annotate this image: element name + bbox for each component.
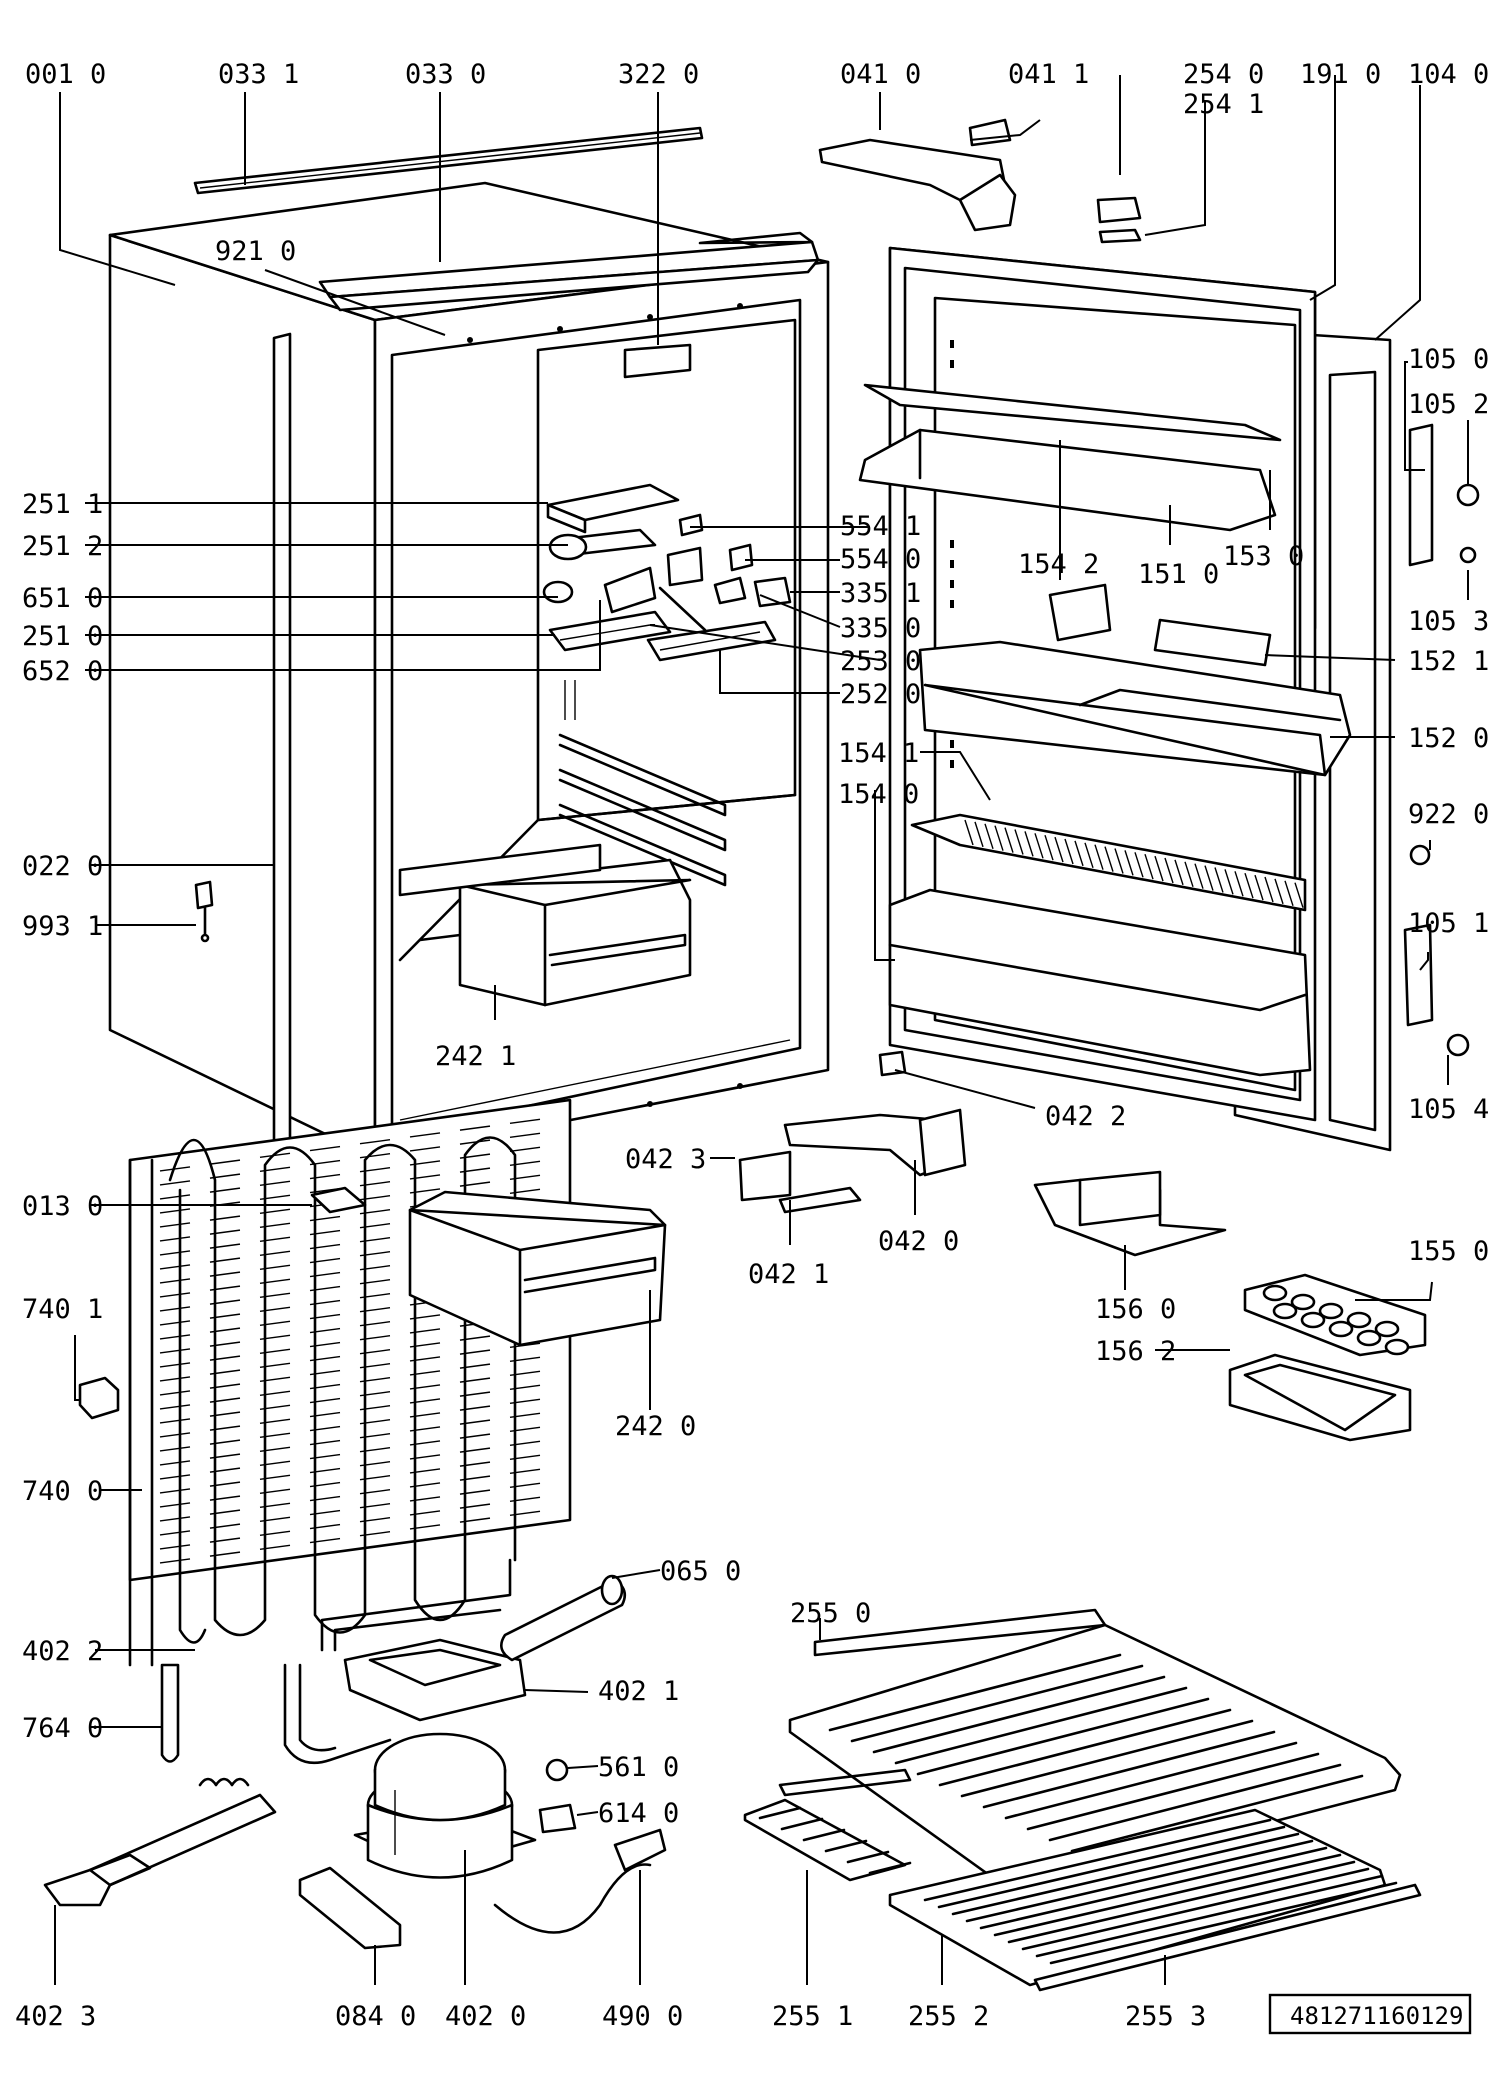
callout-335-0: 335 0 [840, 613, 921, 644]
callout-554-0: 554 0 [840, 544, 921, 575]
callout-402-0: 402 0 [445, 2001, 526, 2032]
document-number: 4812711601​29 [1290, 2002, 1463, 2030]
callout-993-1: 993 1 [22, 911, 103, 942]
bracket-402-3 [43, 1793, 277, 1907]
clip-740-1 [78, 1376, 120, 1420]
callout-242-1: 242 1 [435, 1041, 516, 1072]
callout-764-0: 764 0 [22, 1713, 103, 1744]
drier-764-0 [160, 1663, 250, 1787]
callout-041-1: 041 1 [1008, 59, 1089, 90]
shelf-255-2 [888, 1808, 1398, 1987]
callout-105-0: 105 0 [1408, 344, 1489, 375]
callout-154-0: 154 0 [838, 779, 919, 810]
door-assembly [818, 118, 1392, 1152]
top-strip-033-0 [318, 231, 820, 312]
callout-554-1: 554 1 [840, 511, 921, 542]
lamp-assembly [542, 343, 792, 662]
callout-154-2: 154 2 [1018, 549, 1099, 580]
crisper-drawer-242-0 [408, 1190, 667, 1347]
tray-156-2 [1228, 1353, 1412, 1442]
shelf-strip-255-3 [1033, 1883, 1422, 1992]
callout-042-1: 042 1 [748, 1259, 829, 1290]
callout-065-0: 065 0 [660, 1556, 741, 1587]
callout-253-0: 253 0 [840, 646, 921, 677]
butter-dish-156-0 [1033, 1170, 1227, 1257]
side-strip-022-0 [272, 332, 292, 1182]
lower-hinge-042 [738, 1050, 967, 1214]
compressor-tubes [283, 1558, 512, 1765]
relay-614-0 [538, 1803, 577, 1834]
callout-033-0: 033 0 [405, 59, 486, 90]
callout-651-0: 651 0 [22, 583, 103, 614]
callout-402-3: 402 3 [15, 2001, 96, 2032]
callout-652-0: 652 0 [22, 656, 103, 687]
rail-084-0 [298, 1866, 402, 1950]
screw-993-1 [194, 880, 214, 943]
callout-255-1: 255 1 [772, 2001, 853, 2032]
callout-155-0: 155 0 [1408, 1236, 1489, 1267]
top-rail-033-1 [193, 126, 704, 195]
document-number-box: 4812711601​29 [1268, 1993, 1472, 2035]
leader-lines [54, 75, 1469, 1985]
callout-105-4: 105 4 [1408, 1094, 1489, 1125]
callout-152-0: 152 0 [1408, 723, 1489, 754]
power-cord-490-0 [493, 1828, 667, 1934]
callout-105-1: 105 1 [1408, 908, 1489, 939]
condenser-740-0 [128, 1098, 572, 1667]
egg-tray-155-0 [1243, 1273, 1427, 1357]
callout-255-2: 255 2 [908, 2001, 989, 2032]
callout-042-2: 042 2 [1045, 1101, 1126, 1132]
callout-156-2: 156 2 [1095, 1336, 1176, 1367]
callout-255-3: 255 3 [1125, 2001, 1206, 2032]
callout-921-0: 921 0 [215, 236, 296, 267]
callout-001-0: 001 0 [25, 59, 106, 90]
callout-042-0: 042 0 [878, 1226, 959, 1257]
callout-922-0: 922 0 [1408, 799, 1489, 830]
callout-561-0: 561 0 [598, 1752, 679, 1783]
callout-242-0: 242 0 [615, 1411, 696, 1442]
callout-156-0: 156 0 [1095, 1294, 1176, 1325]
callout-152-1: 152 1 [1408, 646, 1489, 677]
callout-105-3: 105 3 [1408, 606, 1489, 637]
callout-614-0: 614 0 [598, 1798, 679, 1829]
callout-254-1: 254 1 [1183, 89, 1264, 120]
callout-104-0: 104 0 [1408, 59, 1489, 90]
compressor-mount-402-1 [343, 1638, 527, 1722]
callout-191-0: 191 0 [1300, 59, 1381, 90]
callout-740-1: 740 1 [22, 1294, 103, 1325]
clip-013-0 [310, 1186, 367, 1214]
tube-065-0 [500, 1574, 627, 1662]
door-right-parts [1403, 423, 1480, 1057]
callout-335-1: 335 1 [840, 578, 921, 609]
callout-251-2: 251 2 [22, 531, 103, 562]
callout-402-2: 402 2 [22, 1636, 103, 1667]
callout-252-0: 252 0 [840, 679, 921, 710]
callout-740-0: 740 0 [22, 1476, 103, 1507]
callout-154-1: 154 1 [838, 738, 919, 769]
callout-251-1: 251 1 [22, 489, 103, 520]
callout-013-0: 013 0 [22, 1191, 103, 1222]
callout-041-0: 041 0 [840, 59, 921, 90]
callout-105-2: 105 2 [1408, 389, 1489, 420]
callout-042-3: 042 3 [625, 1144, 706, 1175]
callout-151-0: 151 0 [1138, 559, 1219, 590]
callout-254-0: 254 0 [1183, 59, 1264, 90]
compressor-402-0 [353, 1732, 537, 1879]
callout-022-0: 022 0 [22, 851, 103, 882]
callout-402-1: 402 1 [598, 1676, 679, 1707]
shelf-255-1 [743, 1768, 912, 1882]
callout-251-0: 251 0 [22, 621, 103, 652]
callout-490-0: 490 0 [602, 2001, 683, 2032]
callout-255-0: 255 0 [790, 1598, 871, 1629]
callout-153-0: 153 0 [1223, 541, 1304, 572]
callout-322-0: 322 0 [618, 59, 699, 90]
grommet-561-0 [545, 1758, 569, 1782]
callout-084-0: 084 0 [335, 2001, 416, 2032]
callout-labels: 001 0 033 1 033 0 322 0 041 0 041 1 254 … [15, 59, 1489, 2032]
crisper-drawer-242-1 [398, 843, 692, 1007]
callout-033-1: 033 1 [218, 59, 299, 90]
